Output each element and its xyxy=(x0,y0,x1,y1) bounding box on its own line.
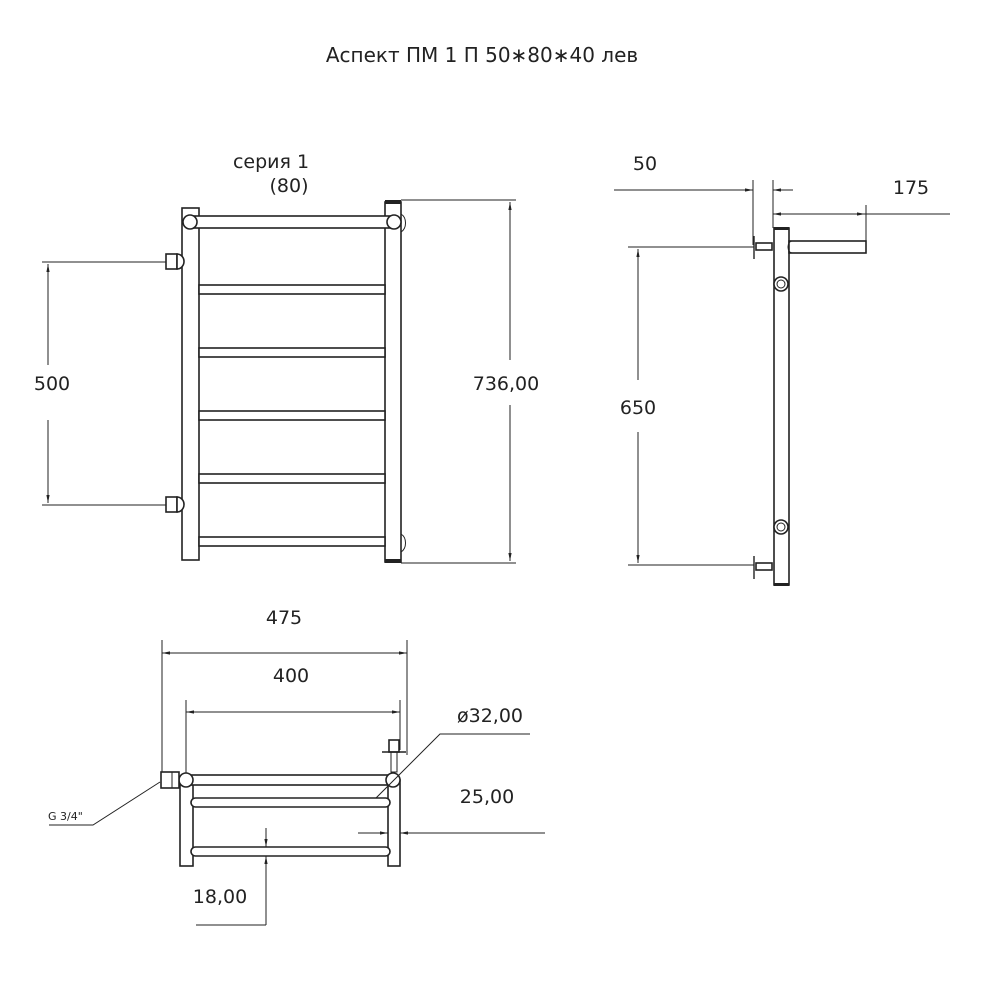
top-view: 475 400 ø32,00 25,00 18,00 G 3/4" xyxy=(48,607,545,926)
dim-overall-width: 475 xyxy=(266,607,302,629)
dim-depth: 175 xyxy=(893,177,929,199)
dim-connection-front: 500 xyxy=(34,373,70,395)
dim-diameter: ø32,00 xyxy=(457,705,523,727)
rail xyxy=(198,410,386,421)
top-rail-plan xyxy=(190,797,391,808)
rail xyxy=(198,536,386,547)
series-width: (80) xyxy=(269,175,308,197)
drawing-title: Аспект ПМ 1 П 50∗80∗40 лев xyxy=(326,43,638,67)
dim-inner-width: 400 xyxy=(273,665,309,687)
dim-pipe: 25,00 xyxy=(460,786,514,808)
dim-offset: 50 xyxy=(633,153,657,175)
bottom-rail-plan xyxy=(190,846,391,857)
dim-rail: 18,00 xyxy=(193,886,247,908)
dim-connection-side: 650 xyxy=(620,397,656,419)
rail xyxy=(198,473,386,484)
right-post xyxy=(384,201,402,563)
rail xyxy=(198,284,386,295)
top-rail xyxy=(189,215,395,229)
side-view: 50 175 650 xyxy=(614,153,950,586)
dim-height: 736,00 xyxy=(473,373,539,395)
top-rail-end xyxy=(182,214,198,230)
rail xyxy=(198,347,386,358)
inlet-bottom xyxy=(165,496,185,513)
left-post xyxy=(181,207,200,561)
series-label: серия 1 xyxy=(233,151,309,173)
inlet-plan xyxy=(160,771,180,789)
inlet-top xyxy=(165,253,185,270)
thread-label: G 3/4" xyxy=(48,810,83,823)
front-view: серия 1 (80) 500 736,00 xyxy=(34,151,539,564)
shelf-arm xyxy=(788,240,867,254)
top-rail-end xyxy=(386,214,402,230)
